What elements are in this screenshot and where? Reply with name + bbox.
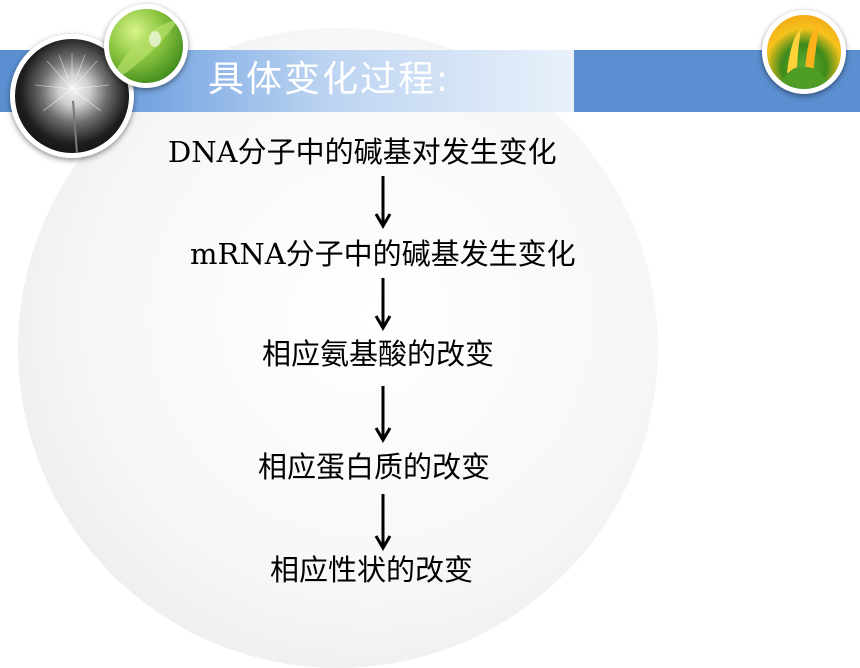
slide-title: 具体变化过程: [208,59,451,100]
header-panel [124,50,574,112]
flow-step-mrna: mRNA分子中的碱基发生变化 [190,237,576,271]
down-arrow-icon [374,386,392,443]
down-arrow-icon [374,278,392,331]
down-arrow-icon [374,494,392,551]
tulip-image [762,10,846,94]
leaf-water-drop-image [104,4,188,88]
flow-step-dna: DNA分子中的碱基对发生变化 [168,135,557,169]
flow-step-protein: 相应蛋白质的改变 [258,450,491,484]
flow-step-amino-acid: 相应氨基酸的改变 [262,337,495,371]
flow-step-trait: 相应性状的改变 [270,553,474,587]
background-circle [18,28,658,668]
down-arrow-icon [374,176,392,229]
